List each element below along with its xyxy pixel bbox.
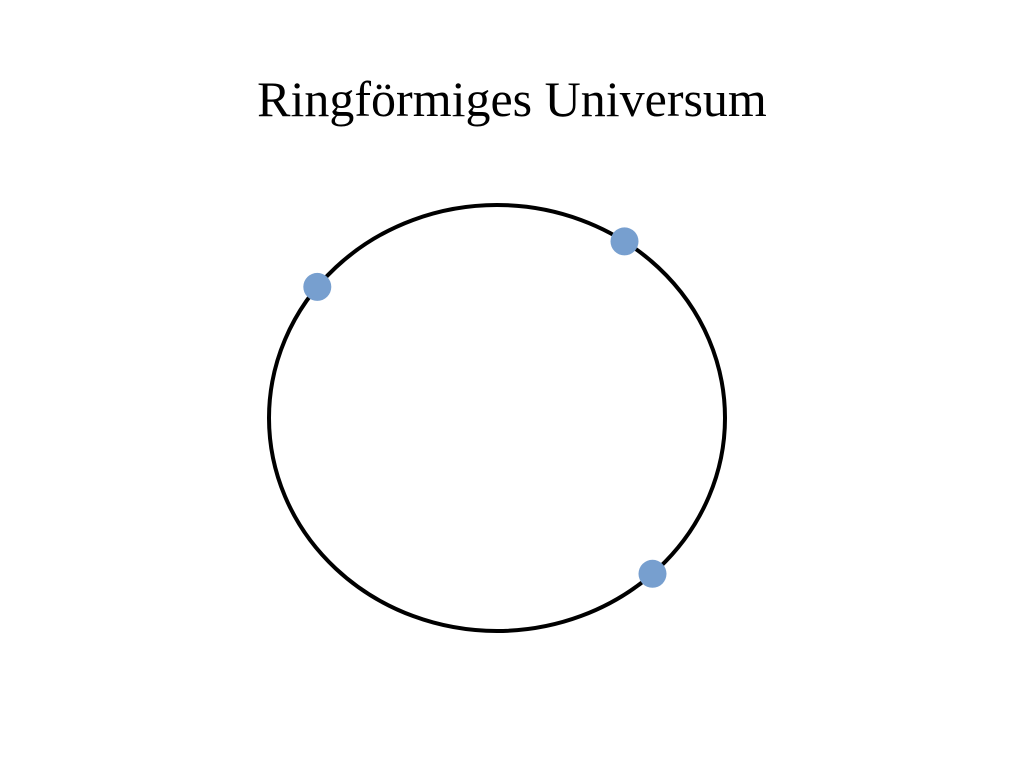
universe-ring: [267, 203, 727, 633]
point-left: [303, 272, 332, 301]
point-top-right: [610, 227, 639, 256]
points-layer: [303, 227, 667, 588]
slide-title: Ringförmiges Universum: [257, 71, 767, 127]
point-bottom-right: [638, 559, 667, 588]
